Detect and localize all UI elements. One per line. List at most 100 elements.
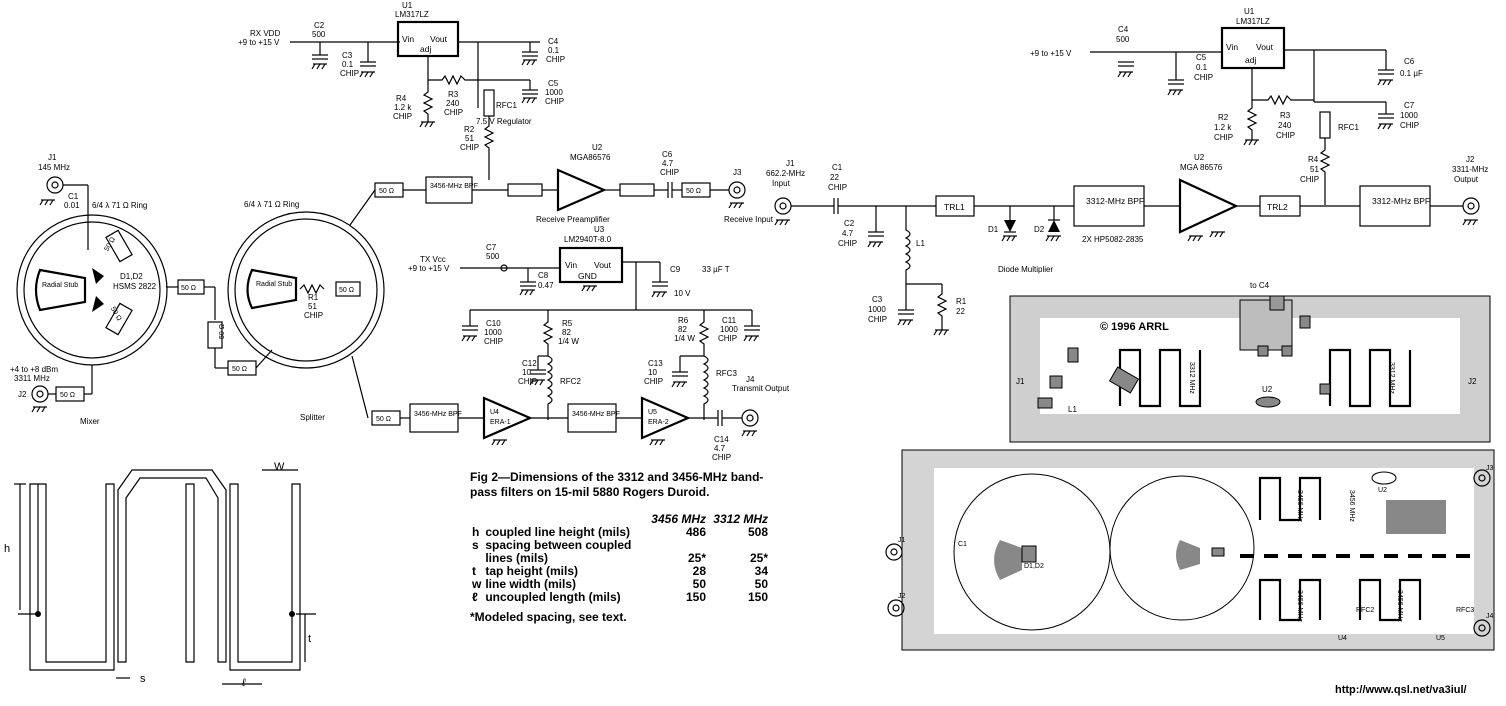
table-row: ℓ uncoupled length (mils) 150 150 <box>472 590 768 604</box>
mixer-ring-label: 6/4 λ 71 Ω Ring <box>92 201 147 210</box>
splitter-ring-label: 6/4 λ 71 Ω Ring <box>244 200 299 209</box>
tx-c14: C14 <box>714 435 729 444</box>
rx-c6-val: 4.7 <box>662 159 674 168</box>
rx-r2: R2 <box>464 125 475 134</box>
rx-j3: J3 <box>733 168 742 177</box>
fig2-table: 3456 MHz 3312 MHz h coupled line height … <box>470 512 770 604</box>
rx-r4-val: 1.2 k <box>394 103 412 112</box>
splitter-r50-top: 50 Ω <box>379 188 394 195</box>
mult-bpf2: 3312-MHz BPF <box>1372 196 1430 206</box>
mult-l1: L1 <box>916 239 925 248</box>
tx-rfc3: RFC3 <box>716 369 737 378</box>
pcb2-j2: J2 <box>898 593 906 600</box>
tx-vin: Vin <box>565 260 577 270</box>
rx-c5-val: 1000 <box>545 88 563 97</box>
tx-c14-val: 4.7 <box>714 444 726 453</box>
pcb2-j3: J3 <box>1486 465 1494 472</box>
fig2-note: *Modeled spacing, see text. <box>470 610 627 624</box>
pcb2-c1: C1 <box>958 541 967 548</box>
mult-c7-type: CHIP <box>1400 121 1419 130</box>
mult-c7: C7 <box>1404 101 1415 110</box>
mult-r3: R3 <box>1280 111 1291 120</box>
pcb2-j4: J4 <box>1486 613 1494 620</box>
mixer-j2-label: J2 <box>18 390 27 399</box>
pcb2-f2: 3456 MHz <box>1296 590 1303 622</box>
table-row: s spacing between coupled lines (mils) 2… <box>472 538 768 565</box>
mult-c1-val: 22 <box>830 173 839 182</box>
rx-r3-val: 240 <box>446 99 460 108</box>
tx-u5-part: ERA-2 <box>648 419 669 426</box>
mult-bpf1: 3312-MHz BPF <box>1086 196 1144 206</box>
mixer-stub-label: Radial Stub <box>42 282 78 289</box>
mult-r2: R2 <box>1218 113 1229 122</box>
mult-r4-type: CHIP <box>1300 175 1319 184</box>
mult-c6-val: 0.1 µF <box>1400 69 1423 78</box>
mult-c2-type: CHIP <box>838 239 857 248</box>
splitter-r1-label: R1 <box>308 293 319 302</box>
mixer-c1-label: C1 <box>68 192 79 201</box>
mult-c5-type: CHIP <box>1194 73 1213 82</box>
tx-c11-val: 1000 <box>720 325 738 334</box>
tx-section: TX Vcc +9 to +15 V C7 500 C8 0.47 U3 LM2… <box>400 225 790 462</box>
mult-r1-val: 22 <box>956 307 965 316</box>
mult-r3-val: 240 <box>1278 121 1292 130</box>
mult-c5-val: 0.1 <box>1196 63 1208 72</box>
mult-u1-part: LM317LZ <box>1236 17 1270 26</box>
pcb2-u4: U4 <box>1338 635 1347 642</box>
tx-c10: C10 <box>486 319 501 328</box>
tx-c7-val: 500 <box>486 252 500 261</box>
tx-c12-val: 10 <box>522 368 531 377</box>
tx-gnd: GND <box>578 271 597 281</box>
mult-c6: C6 <box>1404 57 1415 66</box>
mixer-j1-connector-icon <box>46 176 64 194</box>
pcb1-l1: L1 <box>1068 405 1077 414</box>
rx-c3-val: 0.1 <box>342 60 354 69</box>
rx-c3: C3 <box>342 51 353 60</box>
tx-c12-type: CHIP <box>518 377 537 386</box>
mult-supply-range: +9 to +15 V <box>1030 49 1072 58</box>
mixer-section: J1 145 MHz C1 0.01 6/4 λ 71 Ω Ring Radia… <box>10 153 216 426</box>
mixer-c1-value: 0.01 <box>64 201 80 210</box>
splitter-r50-in: 50 Ω <box>232 366 247 373</box>
mixer-j1-freq: 145 MHz <box>38 163 70 172</box>
mult-u2-part: MGA 86576 <box>1180 163 1223 172</box>
mixer-caption: Mixer <box>80 417 100 426</box>
mult-vin: Vin <box>1226 42 1238 52</box>
pcb2-j1-connector-icon <box>885 543 903 561</box>
mixer-lo-level: +4 to +8 dBm <box>10 365 58 374</box>
pcb2-f1: 3456 MHz <box>1296 490 1303 522</box>
pcb1-u2: U2 <box>1262 385 1273 394</box>
pcb2-f4: 3456 MHz <box>1348 490 1355 522</box>
pcb-multiplier-layout: © 1996 ARRL to C4 J1 J2 L1 U2 3312 MHz 3… <box>1009 281 1491 443</box>
rx-c2-val: 500 <box>312 30 326 39</box>
rx-c4: C4 <box>548 37 559 46</box>
mult-u2: U2 <box>1194 153 1205 162</box>
rx-c6: C6 <box>662 150 673 159</box>
mult-adj: adj <box>1245 55 1256 65</box>
pcb1-copyright: © 1996 ARRL <box>1100 321 1169 333</box>
tx-r6-val: 82 <box>678 325 687 334</box>
tx-u3-part: LM2940T-8.0 <box>564 235 612 244</box>
tx-supply-range: +9 to +15 V <box>408 264 450 273</box>
splitter-r50-bot: 50 Ω <box>376 416 391 423</box>
rx-r50: 50 Ω <box>686 188 701 195</box>
mult-c3: C3 <box>872 295 883 304</box>
splitter-caption: Splitter <box>300 413 325 422</box>
mixer-j2-connector-icon <box>31 385 49 403</box>
tx-c9: C9 <box>670 265 681 274</box>
mult-bpf2-box <box>1359 185 1431 227</box>
tx-j4: J4 <box>746 375 755 384</box>
pcb2-f3: 3456 MHz <box>1396 590 1403 622</box>
mixer-r50-a: 50 Ω <box>103 236 117 252</box>
mult-d2: D2 <box>1034 225 1045 234</box>
rx-section: RX VDD +9 to +15 V C2 500 C3 0.1 CHIP U1… <box>238 1 774 224</box>
rx-u1: U1 <box>402 1 413 10</box>
tx-r5: R5 <box>562 319 573 328</box>
pcb2-u5: U5 <box>1436 635 1445 642</box>
rx-preamp-triangle <box>556 168 607 212</box>
tx-u3: U3 <box>594 225 605 234</box>
rx-reg-note: 7.5 V Regulator <box>476 117 532 126</box>
pcb1-filter-b: 3312 MHz <box>1388 362 1395 394</box>
tx-u5: U5 <box>648 409 657 416</box>
